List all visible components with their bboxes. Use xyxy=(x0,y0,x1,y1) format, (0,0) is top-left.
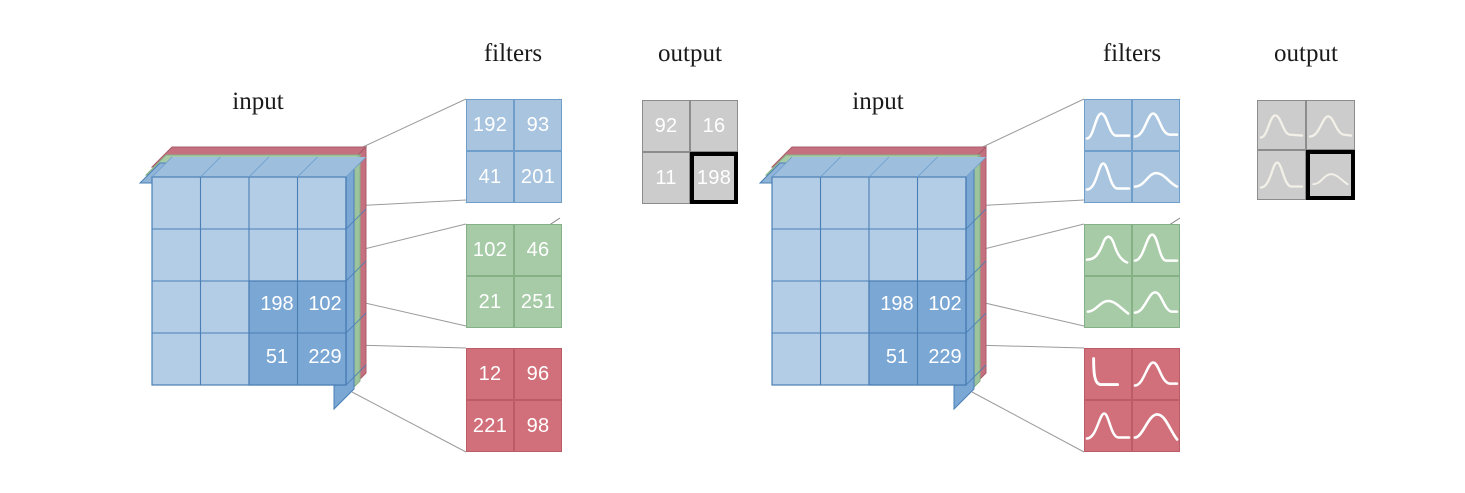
right-cube-value-r1c0: 51 xyxy=(885,346,909,368)
filter-cell: 201 xyxy=(514,151,562,203)
output-cell-curve-bump-left xyxy=(1257,100,1306,150)
left-cube-value-r0c0: 198 xyxy=(260,293,294,315)
left-output-label: output xyxy=(658,40,722,67)
output-cell-curve-peak-narrow xyxy=(1257,150,1306,200)
filter-cell-curve-hump-wide xyxy=(1132,400,1180,452)
filter-cell-curve-peak-narrow xyxy=(1084,400,1132,452)
output-cell-highlighted[interactable] xyxy=(1306,150,1355,200)
output-cell-highlighted[interactable]: 198 xyxy=(690,152,738,204)
left-input-label: input xyxy=(232,88,284,115)
left-cube-value-r0c1: 102 xyxy=(308,293,342,315)
right-filter-blue[interactable] xyxy=(1084,99,1180,203)
filter-cell: 221 xyxy=(466,400,514,452)
filter-cell: 46 xyxy=(514,224,562,276)
right-filter-red[interactable] xyxy=(1084,348,1180,452)
filter-cell: 251 xyxy=(514,276,562,328)
filter-cell: 41 xyxy=(466,151,514,203)
output-cell: 92 xyxy=(642,100,690,152)
left-cube-value-r1c0: 51 xyxy=(265,346,289,368)
filter-cell-curve-bump-right xyxy=(1084,224,1132,276)
right-output-grid[interactable] xyxy=(1257,100,1355,200)
filter-cell-curve-spike-left xyxy=(1084,348,1132,400)
filter-cell-curve-hump-broad xyxy=(1132,151,1180,203)
filter-cell-curve-peak-narrow xyxy=(1084,151,1132,203)
right-cube-value-r0c1: 102 xyxy=(928,293,962,315)
output-cell-curve-peak-center xyxy=(1306,100,1355,150)
left-filter-blue[interactable]: 192 93 41 201 xyxy=(466,99,562,203)
left-filter-red[interactable]: 12 96 221 98 xyxy=(466,348,562,452)
right-cube-value-r1c1: 229 xyxy=(928,346,962,368)
filter-cell: 96 xyxy=(514,348,562,400)
filter-cell-curve-peak-center xyxy=(1132,99,1180,151)
filter-cell-curve-hump-low xyxy=(1084,276,1132,328)
filter-cell-curve-peak-center xyxy=(1132,276,1180,328)
left-cube-value-r1c1: 229 xyxy=(308,346,342,368)
left-filters-label: filters xyxy=(483,40,543,67)
right-output-label: output xyxy=(1274,40,1338,67)
filter-cell: 192 xyxy=(466,99,514,151)
filter-cell-curve-bump-left xyxy=(1084,99,1132,151)
output-cell: 11 xyxy=(642,152,690,204)
output-cell: 16 xyxy=(690,100,738,152)
right-cube-value-r0c0: 198 xyxy=(880,293,914,315)
right-input-label: input xyxy=(852,88,904,115)
filter-cell: 102 xyxy=(466,224,514,276)
filter-cell: 98 xyxy=(514,400,562,452)
filter-cell: 21 xyxy=(466,276,514,328)
filter-cell: 93 xyxy=(514,99,562,151)
right-filters-label: filters xyxy=(1102,40,1162,67)
left-output-grid[interactable]: 92 16 11 198 xyxy=(642,100,738,204)
right-filter-green[interactable] xyxy=(1084,224,1180,328)
left-filter-green[interactable]: 102 46 21 251 xyxy=(466,224,562,328)
filter-cell-curve-peak-tall xyxy=(1132,224,1180,276)
filter-cell-curve-peak-center xyxy=(1132,348,1180,400)
filter-cell: 12 xyxy=(466,348,514,400)
